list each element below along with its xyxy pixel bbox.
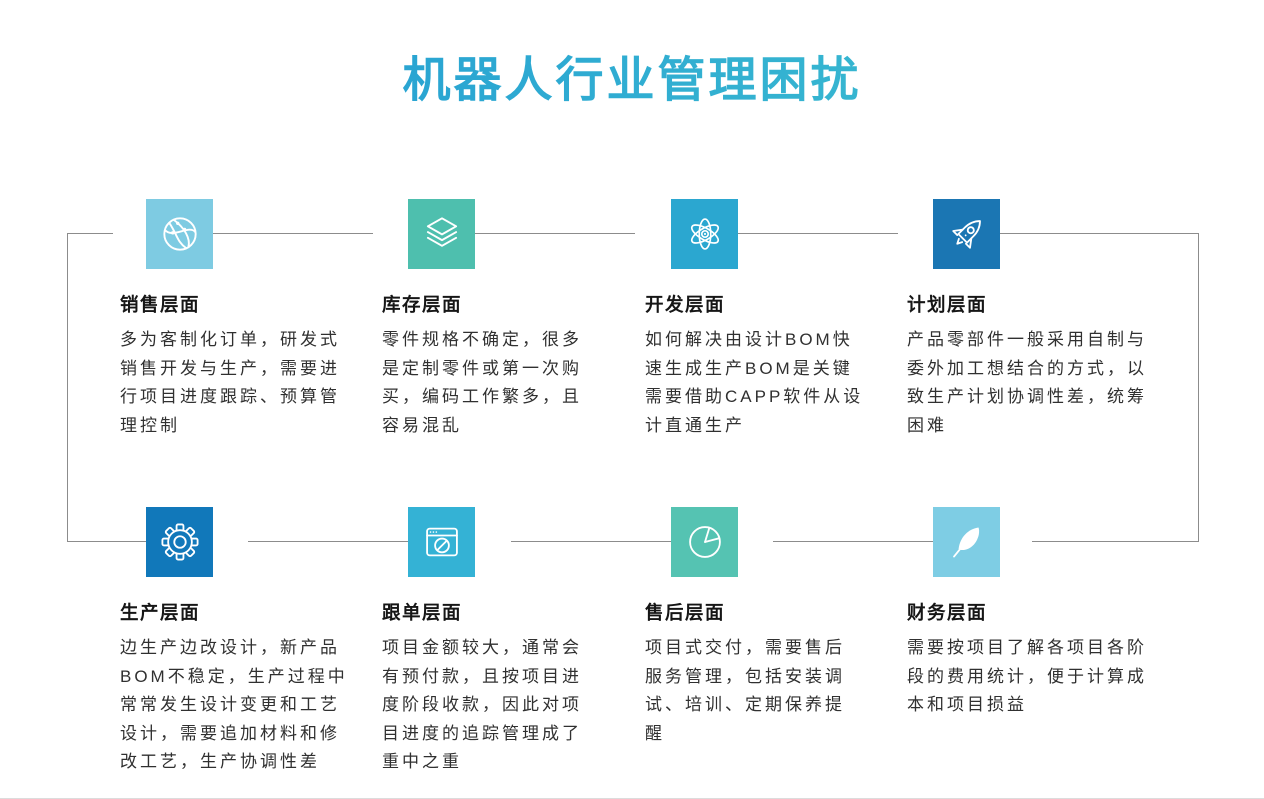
page-title: 机器人行业管理困扰 bbox=[0, 40, 1264, 110]
network-globe-icon bbox=[154, 208, 206, 260]
card-title: 生产层面 bbox=[120, 602, 201, 623]
connector-line bbox=[1198, 233, 1199, 542]
card-title: 跟单层面 bbox=[382, 602, 463, 623]
card-body: 零件规格不确定，很多 是定制零件或第一次购 买，编码工作繁多，且 容易混乱 bbox=[382, 330, 582, 435]
card-body: 多为客制化订单，研发式 销售开发与生产，需要进 行项目进度跟踪、预算管 理控制 bbox=[120, 330, 340, 435]
connector-line bbox=[213, 233, 373, 234]
card-body: 需要按项目了解各项目各阶 段的费用统计，便于计算成 本和项目损益 bbox=[907, 638, 1147, 714]
connector-line bbox=[773, 541, 933, 542]
feather-icon bbox=[941, 516, 993, 568]
icon-tile-production bbox=[146, 507, 213, 577]
card-body: 如何解决由设计BOM快 速生成生产BOM是关键 需要借助CAPP软件从设 计直通… bbox=[645, 330, 864, 435]
connector-line bbox=[67, 541, 146, 542]
card-order-tracking: 跟单层面 项目金额较大，通常会 有预付款，且按项目进 度阶段收款，因此对项 目进… bbox=[382, 601, 638, 777]
browser-compass-icon bbox=[416, 516, 468, 568]
connector-line bbox=[67, 233, 68, 541]
card-body: 产品零部件一般采用自制与 委外加工想结合的方式，以 致生产计划协调性差，统筹 困… bbox=[907, 330, 1147, 435]
connector-line bbox=[475, 233, 635, 234]
atom-icon bbox=[679, 208, 731, 260]
gear-icon bbox=[154, 516, 206, 568]
icon-tile-development bbox=[671, 199, 738, 269]
card-title: 销售层面 bbox=[120, 294, 201, 315]
icon-tile-order-tracking bbox=[408, 507, 475, 577]
card-title: 开发层面 bbox=[645, 294, 726, 315]
connector-line bbox=[67, 233, 113, 234]
card-title: 售后层面 bbox=[645, 602, 726, 623]
card-after-sales: 售后层面 项目式交付，需要售后 服务管理，包括安装调 试、培训、定期保养提 醒 bbox=[645, 601, 901, 748]
connector-line bbox=[511, 541, 671, 542]
icon-tile-inventory bbox=[408, 199, 475, 269]
icon-tile-planning bbox=[933, 199, 1000, 269]
rocket-icon bbox=[941, 208, 993, 260]
icon-tile-finance bbox=[933, 507, 1000, 577]
card-inventory: 库存层面 零件规格不确定，很多 是定制零件或第一次购 买，编码工作繁多，且 容易… bbox=[382, 293, 638, 440]
connector-line bbox=[1000, 233, 1198, 234]
pie-chart-icon bbox=[679, 516, 731, 568]
connector-line bbox=[738, 233, 898, 234]
card-body: 项目金额较大，通常会 有预付款，且按项目进 度阶段收款，因此对项 目进度的追踪管… bbox=[382, 638, 582, 771]
card-development: 开发层面 如何解决由设计BOM快 速生成生产BOM是关键 需要借助CAPP软件从… bbox=[645, 293, 901, 440]
card-sales: 销售层面 多为客制化订单，研发式 销售开发与生产，需要进 行项目进度跟踪、预算管… bbox=[120, 293, 376, 440]
connector-line bbox=[1032, 541, 1198, 542]
connector-line bbox=[248, 541, 408, 542]
card-title: 库存层面 bbox=[382, 294, 463, 315]
card-body: 边生产边改设计，新产品 BOM不稳定，生产过程中 常常发生设计变更和工艺 设计，… bbox=[120, 638, 348, 771]
icon-tile-sales bbox=[146, 199, 213, 269]
icon-tile-after-sales bbox=[671, 507, 738, 577]
stacked-layers-icon bbox=[416, 208, 468, 260]
card-production: 生产层面 边生产边改设计，新产品 BOM不稳定，生产过程中 常常发生设计变更和工… bbox=[120, 601, 376, 777]
card-planning: 计划层面 产品零部件一般采用自制与 委外加工想结合的方式，以 致生产计划协调性差… bbox=[907, 293, 1177, 440]
card-finance: 财务层面 需要按项目了解各项目各阶 段的费用统计，便于计算成 本和项目损益 bbox=[907, 601, 1177, 720]
card-title: 财务层面 bbox=[907, 602, 988, 623]
card-body: 项目式交付，需要售后 服务管理，包括安装调 试、培训、定期保养提 醒 bbox=[645, 638, 845, 743]
card-title: 计划层面 bbox=[907, 294, 988, 315]
